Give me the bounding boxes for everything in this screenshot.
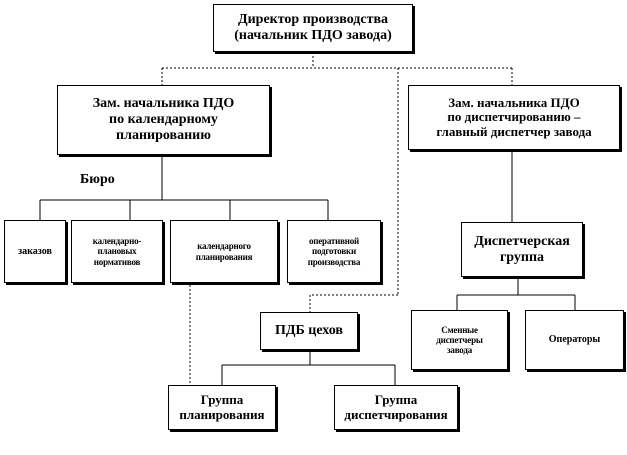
dispatch-group-shop-box: Группа диспетчирования <box>334 385 458 430</box>
deputy-planning-box: Зам. начальника ПДО по календарному план… <box>57 85 270 155</box>
shift-dispatchers-box: Сменные диспетчеры завода <box>411 310 508 370</box>
bureau-orders-box: заказов <box>4 220 66 283</box>
director-box: Директор производства (начальник ПДО зав… <box>213 4 413 52</box>
pdb-box: ПДБ цехов <box>260 312 358 350</box>
operators-box: Операторы <box>525 310 624 370</box>
bureau-operational-prep-box: оперативной подготовки производства <box>287 220 381 283</box>
deputy-dispatch-box: Зам. начальника ПДО по диспетчированию –… <box>408 85 620 150</box>
planning-group-box: Группа планирования <box>168 385 276 430</box>
bureau-label: Бюро <box>80 172 115 187</box>
dispatch-group-box: Диспетчерская группа <box>461 222 583 277</box>
bureau-calendar-planning-box: календарного планирования <box>170 220 278 283</box>
bureau-calendar-norms-box: календарно- плановых нормативов <box>71 220 163 283</box>
